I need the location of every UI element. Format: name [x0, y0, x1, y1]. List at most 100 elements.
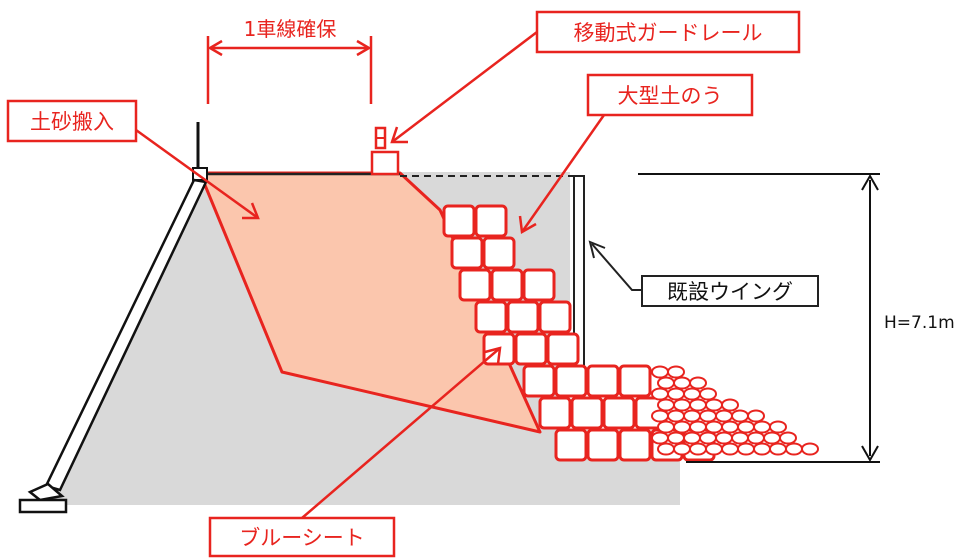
rubble-stone: [683, 431, 701, 445]
blue-sheet-leader: [301, 347, 501, 519]
rubble-stone: [699, 431, 717, 445]
sandbag: [522, 364, 556, 398]
soil-in-leader: [135, 128, 259, 220]
rubble-stone: [673, 398, 691, 412]
soil-in-box: [6, 99, 138, 143]
rubble-stone: [657, 420, 675, 434]
sandbags-box: [586, 73, 754, 117]
rubble-stone: [705, 420, 723, 434]
rubble-stone: [689, 420, 707, 434]
rubble-stone: [667, 431, 685, 445]
rubble-stone: [769, 420, 787, 434]
sandbags-leader: [520, 114, 606, 233]
wing-leader: [591, 243, 642, 291]
sandbag: [538, 300, 572, 334]
rubble-stone: [673, 420, 691, 434]
rubble-stone: [731, 409, 749, 423]
wing-arrowhead: [588, 240, 606, 259]
rubble-stone: [737, 420, 755, 434]
sandbags-arrowhead: [518, 215, 537, 235]
rubble-stone: [705, 442, 723, 456]
rubble-stone: [667, 365, 685, 379]
height-arrow-top: [861, 173, 879, 191]
rubble-stone: [699, 387, 717, 401]
rubble-stone: [651, 409, 669, 423]
guardrail-arrowhead: [390, 126, 408, 144]
rubble-stone: [779, 431, 797, 445]
lane-label: 1車線確保: [244, 17, 337, 41]
rubble-stone: [689, 376, 707, 390]
rubble-stone: [673, 442, 691, 456]
blue-sheet-box: [208, 516, 396, 558]
sandbag: [506, 300, 540, 334]
sandbags-label: 大型土のう: [618, 84, 723, 108]
sandbag: [490, 268, 524, 302]
guardrail-label: 移動式ガードレール: [574, 21, 763, 45]
rubble-stone: [699, 409, 717, 423]
sandbag: [474, 300, 508, 334]
rubble-stone: [763, 431, 781, 445]
sandbag: [538, 396, 572, 430]
guardrail-leader: [391, 31, 538, 143]
rubble-stone: [715, 409, 733, 423]
height-label: H=7.1m: [884, 313, 955, 333]
rubble-stone: [705, 398, 723, 412]
rubble-stone: [785, 442, 803, 456]
rubble-stone: [801, 442, 819, 456]
strut-foot: [27, 482, 65, 502]
strut-base: [18, 498, 68, 514]
rubble-stone: [721, 420, 739, 434]
rubble-stone: [651, 431, 669, 445]
sandbag: [602, 396, 636, 430]
sandbag: [546, 332, 580, 366]
rubble-stone: [683, 387, 701, 401]
rubble-stone-pile: [651, 365, 819, 456]
rubble-stone: [689, 398, 707, 412]
sandbag: [514, 332, 548, 366]
sandbag: [474, 204, 508, 238]
sandbag: [618, 428, 652, 462]
rubble-stone: [737, 442, 755, 456]
sandbag: [554, 364, 588, 398]
rubble-stone: [657, 442, 675, 456]
sandbag: [458, 268, 492, 302]
movable-guardrail-base: [370, 150, 400, 176]
rubble-stone: [657, 398, 675, 412]
rubble-stone: [721, 398, 739, 412]
soil-in-arrowhead: [242, 202, 260, 220]
blue-sheet-arrowhead: [484, 346, 502, 365]
rubble-stone: [715, 431, 733, 445]
sandbag: [450, 236, 484, 270]
sandbag: [482, 236, 516, 270]
sandbag: [570, 396, 604, 430]
rubble-stone: [651, 365, 669, 379]
lane-arrow-left: [207, 39, 223, 57]
inclined-strut: [44, 178, 208, 492]
rubble-stone: [689, 442, 707, 456]
rubble-stone: [747, 409, 765, 423]
sandbag: [442, 204, 476, 238]
sandbag: [522, 268, 556, 302]
guardrail-box: [535, 10, 801, 54]
rubble-stone: [683, 409, 701, 423]
sandbag: [554, 428, 588, 462]
rubble-stone: [753, 420, 771, 434]
rubble-stone: [651, 387, 669, 401]
rubble-stone: [667, 387, 685, 401]
sandbag: [618, 364, 652, 398]
rubble-stone: [657, 376, 675, 390]
wing-label: 既設ウイング: [667, 280, 793, 304]
sandbag: [586, 364, 620, 398]
rubble-stone: [731, 431, 749, 445]
height-arrow-bottom: [861, 445, 879, 463]
blue-sheet-label: ブルーシート: [239, 526, 365, 550]
rubble-stone: [753, 442, 771, 456]
rubble-stone: [673, 376, 691, 390]
rubble-stone: [667, 409, 685, 423]
rubble-stone: [769, 442, 787, 456]
lane-arrow-right: [356, 39, 372, 57]
soil-in-label: 土砂搬入: [30, 110, 114, 134]
rubble-stone: [747, 431, 765, 445]
sandbag: [586, 428, 620, 462]
